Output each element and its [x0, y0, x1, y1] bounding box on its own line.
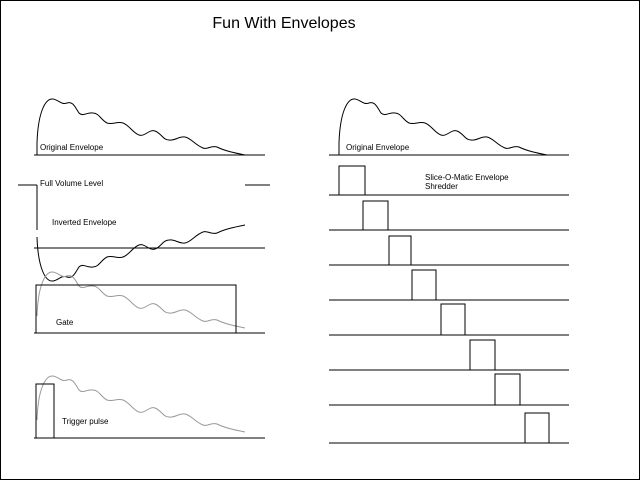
- left-panel-original: Original Envelope: [34, 98, 265, 156]
- right-panel-shredder: Slice-O-Matic Envelope Shredder: [329, 165, 569, 444]
- full-volume-label: Full Volume Level: [40, 179, 103, 188]
- left-panel-inverted: Full Volume Level Inverted Envelope: [18, 179, 270, 282]
- right-panel-original: Original Envelope: [329, 98, 569, 156]
- slice-pulse: [388, 235, 412, 266]
- page-title: Fun With Envelopes: [212, 15, 356, 32]
- original-envelope-label: Original Envelope: [346, 143, 410, 152]
- slice-pulse: [411, 269, 437, 301]
- slice-pulse: [494, 373, 521, 406]
- original-envelope-label: Original Envelope: [40, 143, 104, 152]
- slice-pulse: [440, 303, 466, 336]
- inverted-envelope-label: Inverted Envelope: [52, 218, 117, 227]
- shredder-label-line2: Shredder: [425, 182, 458, 191]
- left-panel-gate: Gate: [34, 271, 265, 334]
- slice-pulse: [338, 165, 366, 196]
- slice-pulse: [469, 339, 496, 371]
- inverted-envelope-curve: [36, 224, 246, 282]
- left-panel-trigger: Trigger pulse: [34, 375, 265, 439]
- trigger-pulse-rectangle: [35, 383, 55, 439]
- gate-label: Gate: [56, 318, 74, 327]
- slice-pulse: [362, 200, 389, 231]
- shredder-label-line1: Slice-O-Matic Envelope: [425, 173, 509, 182]
- gate-rectangle: [35, 284, 237, 334]
- slice-pulse: [524, 412, 550, 444]
- trigger-pulse-label: Trigger pulse: [62, 417, 109, 426]
